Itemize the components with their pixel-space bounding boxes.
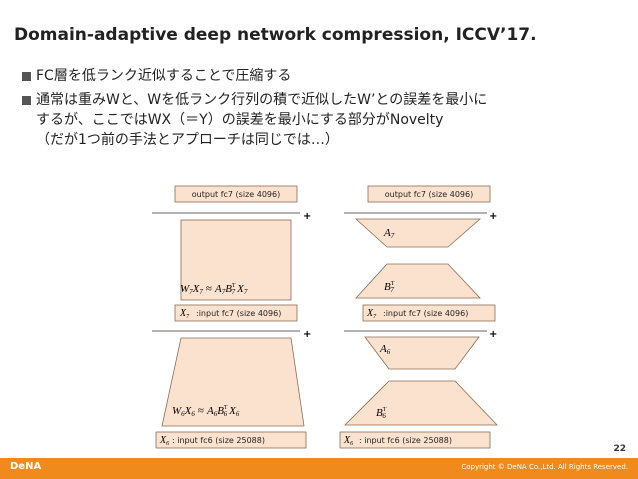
left-input6-label: : input fc6 (size 25088) bbox=[172, 436, 265, 445]
left-input7-var: X7 bbox=[179, 308, 190, 320]
right-b7-block bbox=[355, 263, 481, 299]
left-plus-mid: + bbox=[303, 329, 311, 340]
left-input7-box bbox=[174, 304, 298, 322]
right-input6-box bbox=[339, 431, 491, 449]
right-input6-var: X6 bbox=[343, 435, 353, 447]
left-input6-var: X6 bbox=[159, 435, 169, 447]
left-input6-box bbox=[155, 431, 307, 449]
right-input7-var: X7 bbox=[366, 308, 377, 320]
left-output-box bbox=[174, 185, 298, 203]
bullet-item: 通常は重みWと、Wを低ランク行列の積で近似したW’との誤差を最小に するが、ここ… bbox=[22, 90, 622, 150]
bullet-square-icon bbox=[22, 72, 31, 81]
footer-bar: DeNA Copyright © DeNA Co.,Ltd. All Right… bbox=[0, 458, 638, 479]
bullet-text: FC層を低ランク近似することで圧縮する bbox=[36, 68, 292, 84]
right-a6-label: A6 bbox=[379, 343, 391, 356]
right-plus-top: + bbox=[489, 211, 497, 222]
left-output-label: output fc7 (size 4096) bbox=[192, 190, 280, 199]
right-input6-label: : input fc6 (size 25088) bbox=[359, 436, 452, 445]
bullet-list: FC層を低ランク近似することで圧縮する 通常は重みWと、Wを低ランク行列の積で近… bbox=[22, 66, 622, 154]
bullet-square-icon bbox=[22, 96, 31, 105]
bullet-text: 通常は重みWと、Wを低ランク行列の積で近似したW’との誤差を最小に bbox=[36, 92, 488, 108]
left-fc6-weight-block bbox=[161, 337, 305, 427]
copyright-text: Copyright © DeNA Co.,Ltd. All Rights Res… bbox=[461, 463, 628, 471]
left-input7-label: :input fc7 (size 4096) bbox=[196, 309, 281, 318]
left-plus-top: + bbox=[303, 211, 311, 222]
right-output-label: output fc7 (size 4096) bbox=[385, 190, 473, 199]
bullet-text: するが、ここではWX（＝Y）の誤差を最小にする部分がNovelty bbox=[36, 112, 444, 128]
right-input7-box bbox=[362, 304, 496, 322]
bullet-item: FC層を低ランク近似することで圧縮する bbox=[22, 66, 622, 86]
right-input7-label: :input fc7 (size 4096) bbox=[383, 309, 468, 318]
right-b6-block bbox=[344, 380, 498, 426]
page-number: 22 bbox=[613, 444, 626, 454]
right-output-box bbox=[367, 185, 491, 203]
right-a7-block bbox=[354, 218, 482, 248]
slide-title: Domain-adaptive deep network compression… bbox=[14, 25, 537, 45]
right-a6-block bbox=[364, 336, 480, 370]
bullet-text: （だが1つ前の手法とアプローチは同じでは…） bbox=[36, 132, 339, 148]
right-plus-mid: + bbox=[489, 329, 497, 340]
dena-logo: DeNA bbox=[10, 461, 42, 472]
right-a7-label: A7 bbox=[383, 227, 395, 240]
left-fc7-weight-block bbox=[180, 219, 292, 301]
